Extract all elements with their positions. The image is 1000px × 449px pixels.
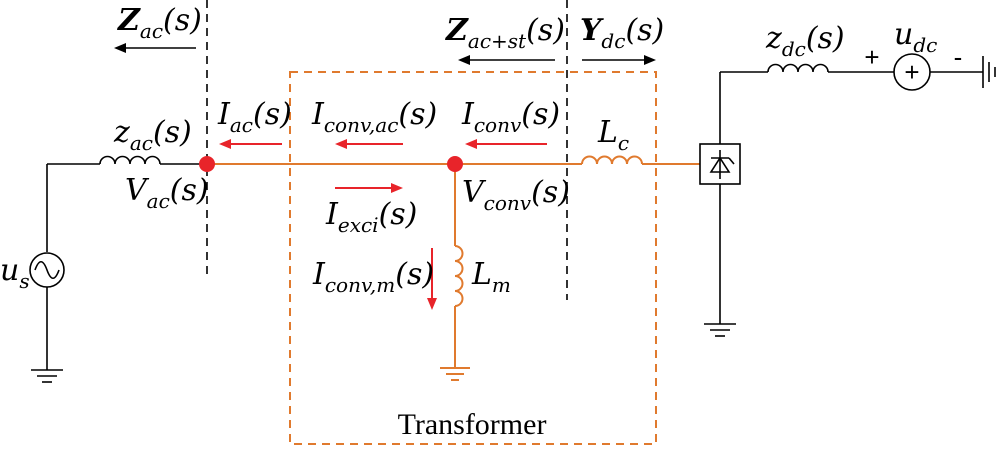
source-voltage-label: us [0,253,30,293]
dc-plus-sign: + [864,42,879,72]
conv-current-label: Iconv(s) [461,97,560,137]
ac-voltage-label: Vac(s) [125,173,209,213]
magnetizing-current-label: Iconv,m(s) [312,257,434,297]
conv-node [447,156,463,172]
i-conv-m-arrow [427,248,437,310]
transformer-label: Transformer [398,408,547,441]
z-ac-arrow [114,43,196,53]
thyristor-icon [709,150,735,179]
dc-ground-icon [704,323,736,337]
ac-inductor-icon [99,155,161,165]
dc-inductor-icon [767,63,829,73]
ac-source-sine-icon [34,260,60,280]
transformer-ground-icon [440,367,470,381]
z-acst-label: Zac+st(s) [445,13,565,53]
y-dc-arrow [582,55,656,65]
z-ac-label: Zac(s) [117,3,202,43]
conv-ac-current-label: Iconv,ac(s) [311,97,437,137]
dc-source-ground-icon [982,56,996,88]
ac-node [199,156,215,172]
i-ac-arrow [219,139,282,149]
ac-current-label: Iac(s) [217,97,292,137]
dc-minus-sign: - [954,42,963,72]
conv-voltage-label: Vconv(s) [462,175,570,215]
dc-voltage-label: udc [894,17,937,57]
i-conv-arrow [465,139,547,149]
i-conv-ac-arrow [335,139,403,149]
magnetizing-inductor-icon [454,245,464,307]
i-exci-arrow [335,183,403,193]
dc-source-plus: + [904,57,919,87]
magnetizing-inductance-label: Lm [471,257,511,297]
y-dc-label: Ydc(s) [580,13,664,53]
z-acst-arrow [458,55,555,65]
transformer-box [289,71,657,445]
exci-current-label: Iexci(s) [325,197,417,237]
commutation-inductor-icon [581,155,643,165]
dc-impedance-label: zdc(s) [765,21,845,61]
ac-ground-icon [31,369,63,383]
source-impedance-label: zac(s) [113,115,192,155]
commutation-inductance-label: Lc [597,115,629,155]
